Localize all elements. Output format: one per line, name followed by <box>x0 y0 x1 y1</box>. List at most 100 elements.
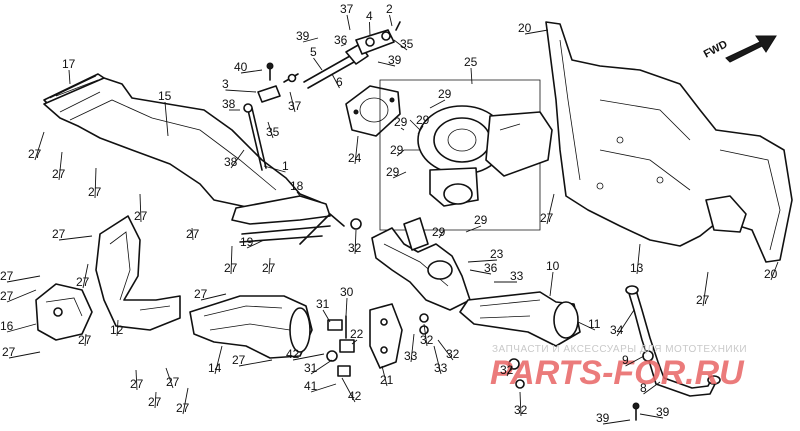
leader-line <box>702 271 709 307</box>
callout-c36a: 36 <box>334 33 348 47</box>
callout-c25: 25 <box>464 55 478 85</box>
callout-c34: 34 <box>610 309 635 337</box>
leader-line <box>639 413 664 419</box>
callout-c37b: 37 <box>288 91 302 113</box>
leader-line <box>602 419 631 425</box>
part-16-bracket <box>35 283 93 341</box>
leader-line <box>546 193 555 225</box>
leader-line <box>296 191 301 197</box>
callout-c21: 21 <box>380 365 394 387</box>
leader-line <box>470 67 473 85</box>
part-number-label: 27 <box>232 353 246 367</box>
callout-c6: 6 <box>331 73 343 89</box>
part-number-label: 27 <box>88 185 102 199</box>
callout-c31b: 31 <box>304 359 333 375</box>
leader-line <box>549 271 554 297</box>
part-number-label: 10 <box>546 259 560 273</box>
leader-line <box>268 257 271 275</box>
part-number-label: 27 <box>0 289 14 303</box>
part-number-label: 33 <box>404 349 418 363</box>
part-number-label: 11 <box>588 317 601 331</box>
leader-line <box>310 383 337 393</box>
part-number-label: 27 <box>76 275 90 289</box>
part-number-label: 27 <box>186 227 200 241</box>
part-number-label: 27 <box>176 401 190 415</box>
leader-line <box>396 149 405 157</box>
part-number-label: 18 <box>290 179 304 193</box>
part-number-label: 42 <box>286 347 300 361</box>
callout-c33b: 33 <box>404 333 418 363</box>
leader-line <box>467 259 498 263</box>
part-number-label: 21 <box>380 373 394 387</box>
part-number-label: 27 <box>52 227 66 241</box>
callout-c27p: 27 <box>176 387 190 415</box>
leader-line <box>116 319 119 337</box>
callout-c15: 15 <box>158 89 172 137</box>
callout-c42b: 42 <box>341 377 362 403</box>
leader-line <box>94 167 97 199</box>
leader-line <box>437 339 454 361</box>
callout-c11: 11 <box>577 317 601 331</box>
callout-c24: 24 <box>348 135 362 165</box>
part-number-label: 6 <box>336 75 343 89</box>
callout-c42a: 42 <box>286 347 325 361</box>
leader-line <box>6 275 41 283</box>
callout-c23: 23 <box>467 247 504 263</box>
part-number-label: 41 <box>304 379 318 393</box>
callout-c29f: 29 <box>432 225 446 239</box>
part-number-label: 4 <box>366 9 373 23</box>
part-number-label: 36 <box>334 33 348 47</box>
leader-line <box>354 135 359 165</box>
leader-line <box>240 69 263 74</box>
callout-c9: 9 <box>622 353 645 367</box>
part-number-label: 12 <box>110 323 124 337</box>
leader-line <box>6 323 37 333</box>
callout-c27b: 27 <box>52 151 66 181</box>
part-number-label: 38 <box>224 155 238 169</box>
part-number-label: 20 <box>764 267 778 281</box>
callout-c39a: 39 <box>296 29 319 43</box>
callout-c27r: 27 <box>232 353 273 367</box>
callout-c27u: 27 <box>696 271 710 307</box>
leader-line <box>313 57 323 71</box>
callout-c27m: 27 <box>2 345 41 359</box>
part-25-turbocharger <box>379 79 553 231</box>
part-24-gasket <box>345 85 401 137</box>
callout-c27k: 27 <box>76 263 90 289</box>
leader-line <box>200 293 227 301</box>
part-number-label: 32 <box>420 333 434 347</box>
leader-line <box>381 365 388 387</box>
callout-c17: 17 <box>62 57 76 85</box>
leader-line <box>238 359 273 367</box>
leader-line <box>139 193 142 223</box>
leader-line <box>164 101 169 137</box>
parts-32-33-bolts <box>350 218 525 389</box>
callout-c40: 40 <box>234 60 263 74</box>
callout-c41: 41 <box>304 379 337 393</box>
callout-c27n: 27 <box>130 369 144 391</box>
callout-c32b: 32 <box>420 323 434 347</box>
part-number-label: 27 <box>540 211 554 225</box>
part-number-label: 15 <box>158 89 172 103</box>
part-number-label: 27 <box>224 261 238 275</box>
leader-line <box>6 289 37 303</box>
part-number-label: 23 <box>490 247 504 261</box>
callout-c16: 16 <box>0 319 37 333</box>
part-number-label: 38 <box>222 97 236 111</box>
callout-c32c: 32 <box>437 339 460 361</box>
leader-line <box>369 21 371 37</box>
callout-c27l: 27 <box>78 333 92 347</box>
leader-line <box>82 263 89 289</box>
callout-c27a: 27 <box>28 131 45 161</box>
part-number-label: 32 <box>348 241 362 255</box>
callout-c29b: 29 <box>394 115 408 131</box>
part-number-label: 27 <box>262 261 276 275</box>
part-number-label: 31 <box>316 297 330 311</box>
part-number-label: 29 <box>438 87 452 101</box>
callout-c30: 30 <box>340 285 354 317</box>
callout-c22: 22 <box>350 327 364 345</box>
leader-line <box>519 391 522 417</box>
part-number-label: 27 <box>134 209 148 223</box>
parts-30-31-41-42-hardware <box>326 315 355 377</box>
callout-c5: 5 <box>310 45 323 71</box>
